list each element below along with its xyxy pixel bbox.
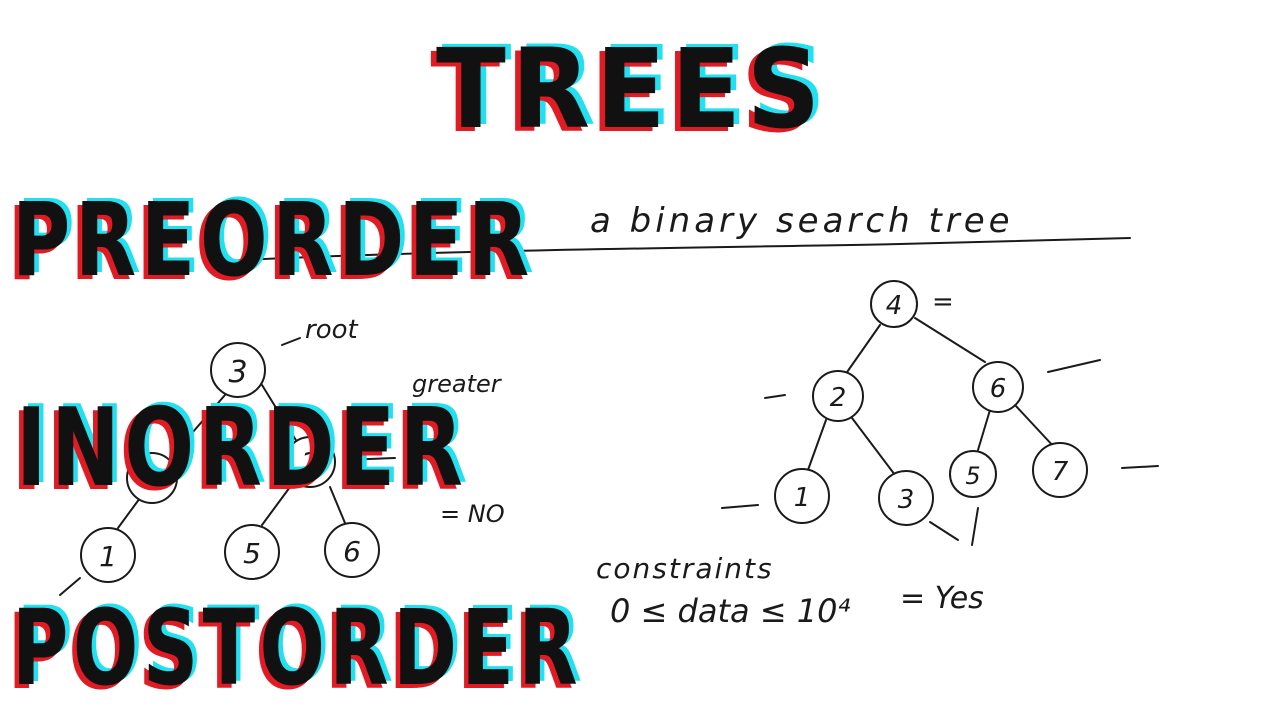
right-node-5: 5: [965, 462, 980, 490]
left-node-right: 2: [301, 446, 319, 479]
left-node-root: 3: [228, 355, 247, 390]
title-postorder: POSTORDER: [12, 587, 583, 709]
title-trees: TREES: [436, 25, 826, 153]
right-node-2: 2: [830, 383, 847, 413]
left-node-1: 1: [99, 540, 117, 573]
constraint-answer: = Yes: [900, 581, 984, 616]
right-node-1: 1: [794, 483, 811, 513]
constraint-expression: 0 ≤ data ≤ 10⁴: [610, 592, 850, 630]
constraints-label: constraints: [596, 552, 774, 585]
whiteboard-heading: a binary search tree: [590, 201, 1014, 241]
left-node-5: 5: [243, 537, 261, 570]
annotation-greater: greater: [412, 370, 503, 398]
left-node-6: 6: [343, 535, 361, 568]
left-tree: 3 2 1 5 6 root greater = NO: [59, 315, 505, 596]
title-preorder: PREORDER: [12, 181, 534, 300]
heading-underline: [204, 237, 1131, 263]
right-node-6: 6: [990, 374, 1007, 404]
right-root-equals: =: [932, 287, 954, 317]
annotation-no: = NO: [440, 500, 505, 528]
right-node-4: 4: [886, 291, 903, 321]
right-node-7: 7: [1052, 457, 1069, 487]
right-tree: 4 = 2 6 1 3 5 7: [721, 280, 1159, 546]
right-node-3: 3: [898, 485, 915, 515]
annotation-root: root: [305, 315, 359, 345]
title-inorder: INORDER: [16, 386, 468, 511]
